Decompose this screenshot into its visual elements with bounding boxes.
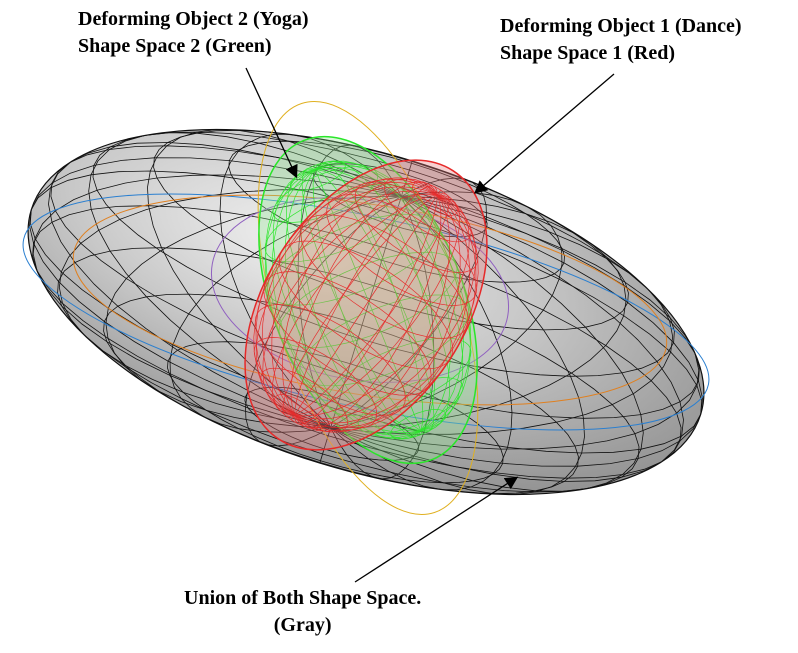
green-wire-meridian (301, 167, 435, 433)
purple-ring (210, 197, 510, 383)
red-wire-meridian (262, 193, 470, 417)
label-dance: Deforming Object 1 (Dance) Shape Space 1… (500, 13, 742, 67)
red-wire-meridian (294, 185, 438, 425)
label-dance-line2: Shape Space 1 (Red) (500, 42, 676, 64)
union-arrow (354, 476, 519, 583)
red-shape-space (244, 159, 488, 451)
green-wire-meridian (300, 161, 436, 439)
dance-arrow (474, 73, 615, 194)
gray-wire-meridian (48, 142, 684, 482)
green-wire-meridian (284, 160, 452, 440)
orange-ring (72, 194, 668, 406)
label-yoga: Deforming Object 2 (Yoga) Shape Space 2 … (78, 6, 309, 60)
label-dance-line1: Deforming Object 1 (Dance) (500, 15, 742, 37)
gray-wire-meridian (245, 177, 487, 447)
gray-wire-meridian (32, 174, 700, 450)
red-wire-meridian (255, 190, 477, 420)
gray-wire-meridian (58, 189, 674, 435)
label-union-line2: (Gray) (273, 614, 332, 636)
gray-wire-meridian (147, 129, 585, 495)
red-wire-meridian (271, 194, 461, 416)
label-union: Union of Both Shape Space. (Gray) (184, 585, 421, 639)
green-wire-meridian (272, 162, 464, 438)
yoga-arrow (245, 67, 298, 179)
red-wire-meridian (291, 189, 441, 421)
gray-wire-meridian (29, 157, 703, 467)
red-wire-meridian (253, 186, 479, 424)
label-yoga-line1: Deforming Object 2 (Yoga) (78, 8, 309, 30)
red-wire-meridian (261, 178, 471, 432)
gray-wire-meridian (88, 132, 644, 492)
gray-wire-meridian (219, 133, 513, 491)
red-wire-meridian (271, 177, 461, 433)
red-wire-meridian (282, 193, 450, 417)
annotation-arrows (245, 67, 615, 583)
label-union-line1: Union of Both Shape Space. (184, 587, 422, 609)
label-yoga-line2: Shape Space 2 (Green) (78, 35, 272, 57)
green-wire-meridian (264, 164, 472, 436)
green-wire-meridian (313, 165, 423, 435)
red-wire-meridian (255, 182, 477, 428)
